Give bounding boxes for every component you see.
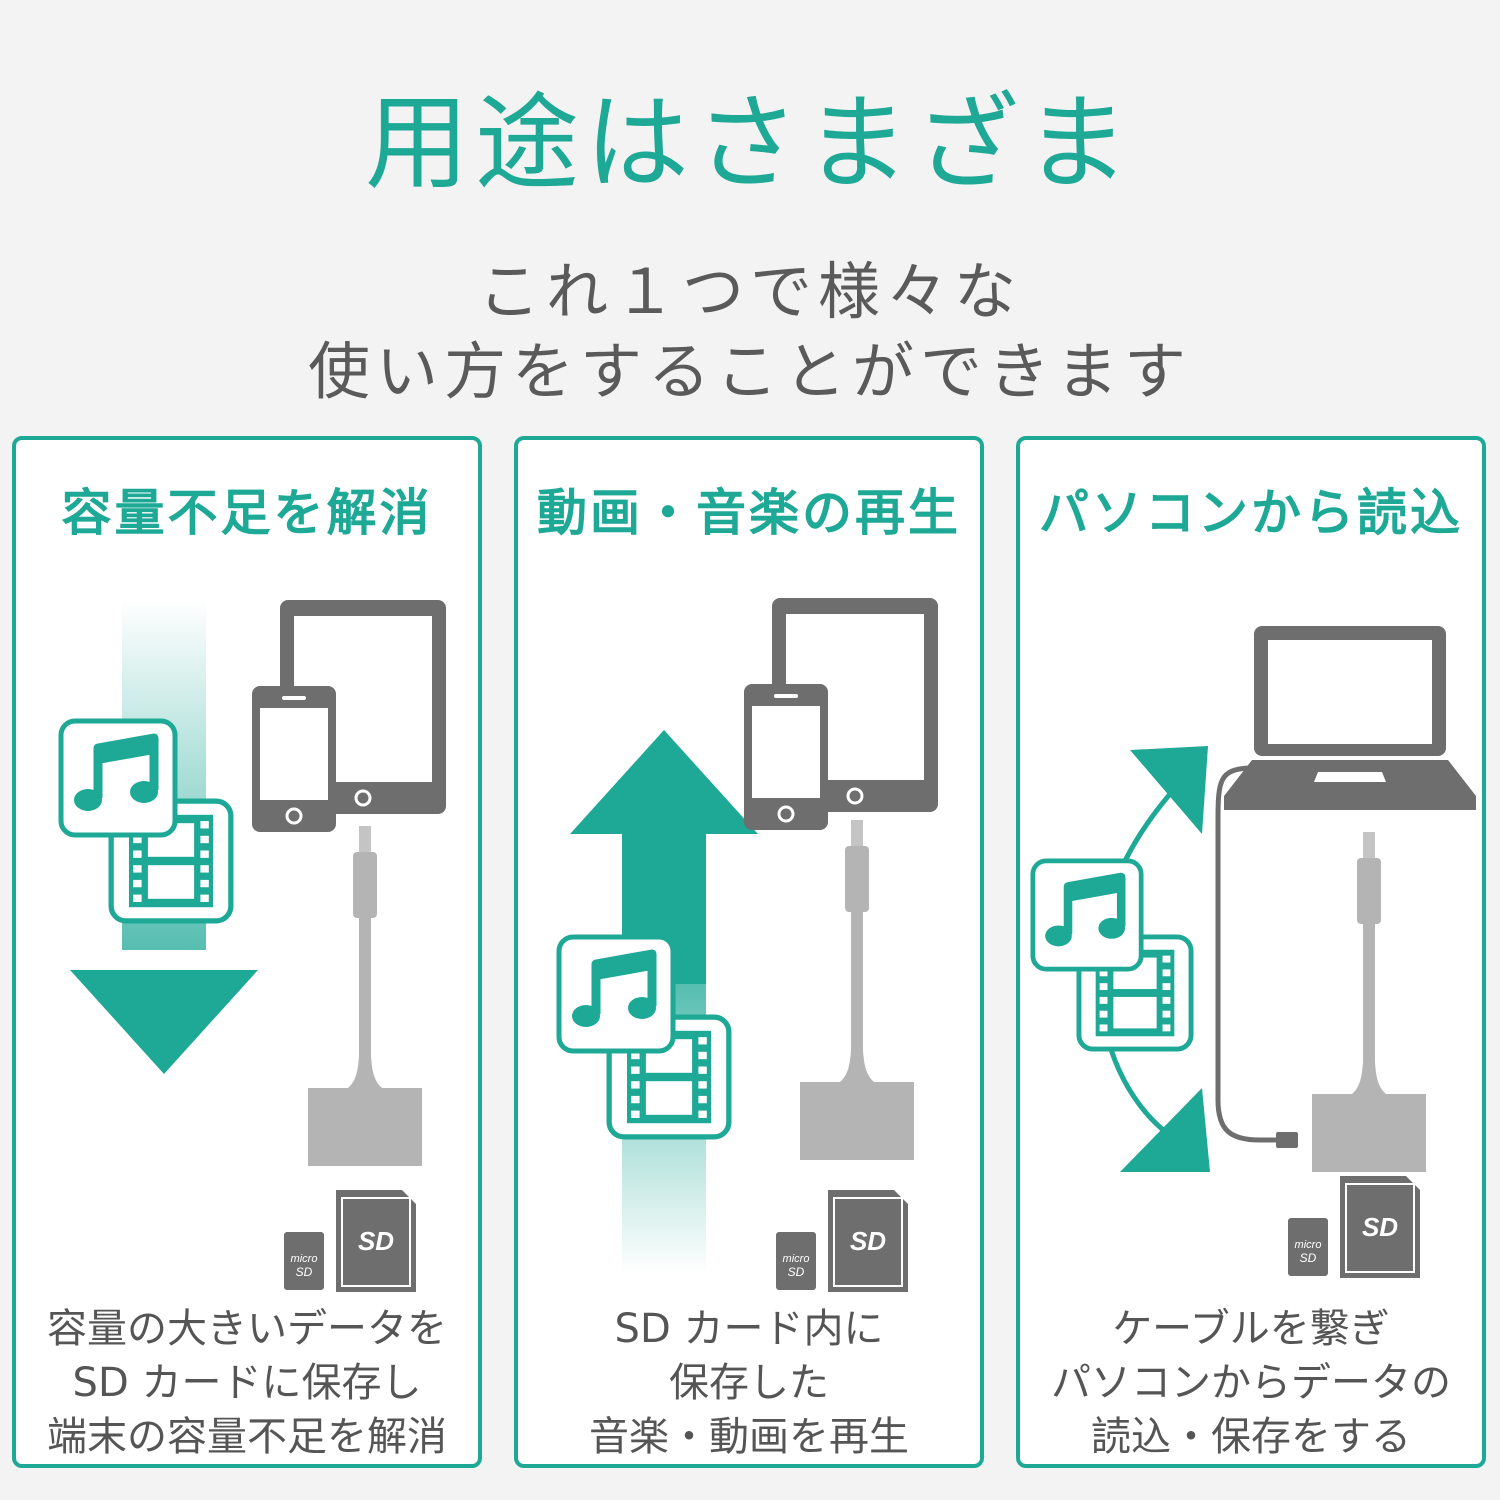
description-line: 端末の容量不足を解消 (47, 1414, 447, 1460)
panel-description: SD カード内に 保存した 音楽・動画を再生 (518, 1302, 980, 1464)
description-line: パソコンからデータの (1051, 1360, 1451, 1406)
description-line: 保存した (669, 1360, 829, 1406)
laptop-icon (1224, 626, 1476, 810)
panel-illustration (518, 598, 938, 1292)
music-icon (559, 937, 673, 1051)
panel-description: 容量の大きいデータを SD カードに保存し 端末の容量不足を解消 (16, 1302, 478, 1464)
panel-playback: 動画・音楽の再生 SD カード内に 保存した 音楽・動画を再生 (514, 436, 984, 1468)
sd-card-icon (776, 1190, 908, 1292)
panel-illustration (16, 600, 446, 1292)
panel-title: 容量不足を解消 (61, 484, 433, 542)
panel-description: ケーブルを繋ぎ パソコンからデータの 読込・保存をする (1020, 1302, 1482, 1464)
cable-icon (1215, 765, 1298, 1148)
page-title: 用途はさまざま (364, 82, 1135, 204)
description-line: ケーブルを繋ぎ (1112, 1306, 1390, 1352)
description-line: 音楽・動画を再生 (589, 1414, 909, 1460)
curved-arrows-icon (1095, 746, 1210, 1172)
music-icon (1033, 861, 1141, 969)
sd-card-icon (284, 1190, 416, 1292)
description-line: 容量の大きいデータを (47, 1306, 447, 1352)
panel-illustration (1020, 626, 1476, 1278)
smartphone-icon (252, 686, 336, 832)
music-icon (61, 721, 175, 835)
subtitle-line-2: 使い方をすることができます (307, 335, 1192, 408)
smartphone-icon (744, 684, 828, 830)
panel-title: パソコンから読込 (1039, 484, 1463, 542)
adapter-icon (1312, 832, 1426, 1172)
panel-pc-transfer: パソコンから読込 ケーブルを繋ぎ パソコンからデータの 読込・保存をする (1016, 436, 1486, 1468)
adapter-icon (800, 820, 914, 1160)
description-line: 読込・保存をする (1091, 1414, 1411, 1460)
description-line: SD カード内に (614, 1306, 884, 1352)
page-subtitle: これ１つで様々な 使い方をすることができます (0, 252, 1500, 412)
adapter-icon (308, 826, 422, 1166)
panel-capacity: 容量不足を解消 容量の大きいデータを SD カードに保存し 端末の容量不足を解消 (12, 436, 482, 1468)
description-line: SD カードに保存し (72, 1360, 422, 1406)
panel-title: 動画・音楽の再生 (537, 484, 961, 542)
sd-card-icon (1288, 1176, 1420, 1278)
subtitle-line-1: これ１つで様々な (477, 255, 1022, 328)
